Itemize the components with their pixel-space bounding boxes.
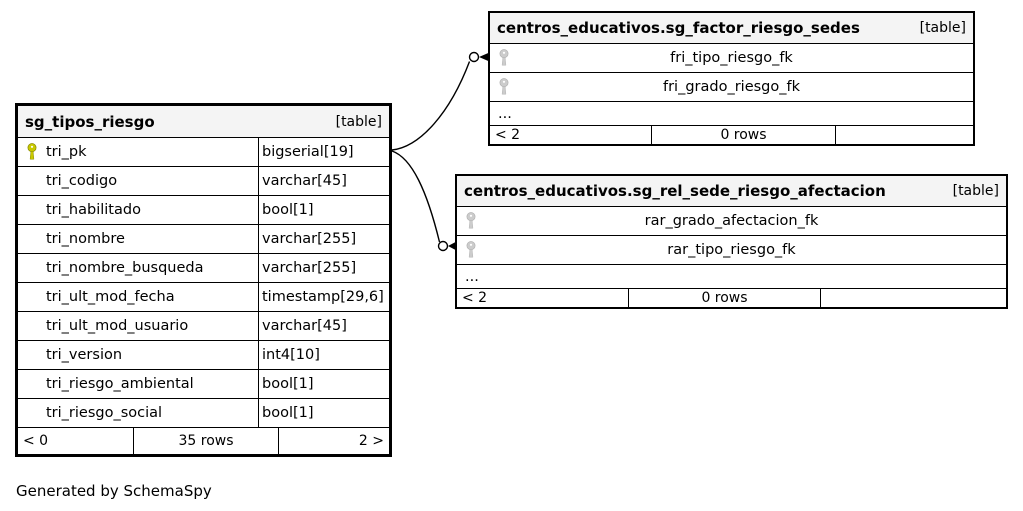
table-row: fri_grado_riesgo_fk xyxy=(490,73,973,102)
pager-prev: < 2 xyxy=(462,290,488,306)
table-header[interactable]: centros_educativos.sg_rel_sede_riesgo_af… xyxy=(457,176,1006,207)
key-icon-spacer xyxy=(26,288,40,306)
pager-next: 2 > xyxy=(278,428,389,454)
column-name: fri_tipo_riesgo_fk xyxy=(670,50,793,66)
table-row: fri_tipo_riesgo_fk xyxy=(490,44,973,73)
table-row: tri_pk bigserial[19] xyxy=(18,138,389,167)
table-row: tri_ult_mod_usuario varchar[45] xyxy=(18,312,389,341)
table-row: tri_habilitado bool[1] xyxy=(18,196,389,225)
table-row: tri_riesgo_social bool[1] xyxy=(18,399,389,428)
table-name[interactable]: centros_educativos.sg_factor_riesgo_sede… xyxy=(497,19,860,37)
table-row: rar_tipo_riesgo_fk xyxy=(457,236,1006,265)
table-row: tri_riesgo_ambiental bool[1] xyxy=(18,370,389,399)
column-name: rar_tipo_riesgo_fk xyxy=(667,242,796,258)
column-type: bigserial[19] xyxy=(262,144,354,160)
fk-edge-rel-sede-riesgo-afectacion xyxy=(391,150,457,252)
table-row: tri_codigo varchar[45] xyxy=(18,167,389,196)
table-row: tri_nombre varchar[255] xyxy=(18,225,389,254)
table-name[interactable]: centros_educativos.sg_rel_sede_riesgo_af… xyxy=(464,182,886,200)
table-node-sg-tipos-riesgo[interactable]: sg_tipos_riesgo [table] tri_pk bigserial… xyxy=(15,103,392,457)
key-icon-spacer xyxy=(26,230,40,248)
table-header[interactable]: sg_tipos_riesgo [table] xyxy=(18,106,389,138)
key-icon-spacer xyxy=(26,317,40,335)
foreign-key-icon xyxy=(498,49,512,67)
column-type: varchar[45] xyxy=(262,173,347,189)
foreign-key-icon xyxy=(498,78,512,96)
table-row: tri_ult_mod_fecha timestamp[29,6] xyxy=(18,283,389,312)
table-footer: < 0 35 rows 2 > xyxy=(18,428,389,454)
key-icon-spacer xyxy=(26,346,40,364)
fk-edge-factor-riesgo-sedes xyxy=(391,51,490,151)
table-name[interactable]: sg_tipos_riesgo xyxy=(25,112,155,131)
key-icon-spacer xyxy=(26,404,40,422)
table-type-tag: [table] xyxy=(335,113,382,130)
pager-next xyxy=(820,289,1006,307)
column-name: tri_pk xyxy=(46,144,87,160)
foreign-key-icon xyxy=(465,241,479,259)
pager-prev: < 2 xyxy=(495,127,521,143)
primary-key-icon xyxy=(26,143,40,161)
column-type: int4[10] xyxy=(262,347,320,363)
column-name: tri_riesgo_social xyxy=(46,405,163,421)
table-type-tag: [table] xyxy=(919,20,966,36)
column-name: tri_codigo xyxy=(46,173,118,189)
key-icon-spacer xyxy=(26,201,40,219)
row-count: 35 rows xyxy=(133,428,278,454)
column-name: tri_nombre_busqueda xyxy=(46,260,204,276)
row-count: 0 rows xyxy=(628,289,820,307)
cardinality-circle xyxy=(437,240,449,252)
key-icon-spacer xyxy=(26,375,40,393)
column-type: varchar[255] xyxy=(262,231,357,247)
table-footer: < 2 0 rows xyxy=(490,126,973,144)
table-node-sg-rel-sede-riesgo-afectacion[interactable]: centros_educativos.sg_rel_sede_riesgo_af… xyxy=(455,174,1008,309)
column-type: timestamp[29,6] xyxy=(262,289,384,305)
hidden-columns-ellipsis: ... xyxy=(457,265,1006,289)
column-type: varchar[45] xyxy=(262,318,347,334)
column-name: fri_grado_riesgo_fk xyxy=(662,79,800,95)
generated-by-note: Generated by SchemaSpy xyxy=(16,482,212,500)
cardinality-circle xyxy=(468,51,480,63)
column-type: varchar[255] xyxy=(262,260,357,276)
table-node-sg-factor-riesgo-sedes[interactable]: centros_educativos.sg_factor_riesgo_sede… xyxy=(488,11,975,146)
column-type: bool[1] xyxy=(262,405,314,421)
column-name: rar_grado_afectacion_fk xyxy=(644,213,819,229)
column-name: tri_ult_mod_usuario xyxy=(46,318,189,334)
table-row: tri_nombre_busqueda varchar[255] xyxy=(18,254,389,283)
column-type: bool[1] xyxy=(262,202,314,218)
column-type: bool[1] xyxy=(262,376,314,392)
row-count: 0 rows xyxy=(651,126,835,144)
column-name: tri_nombre xyxy=(46,231,125,247)
table-row: rar_grado_afectacion_fk xyxy=(457,207,1006,236)
table-header[interactable]: centros_educativos.sg_factor_riesgo_sede… xyxy=(490,13,973,44)
table-row: tri_version int4[10] xyxy=(18,341,389,370)
column-name: tri_habilitado xyxy=(46,202,141,218)
pager-next xyxy=(835,126,973,144)
column-name: tri_version xyxy=(46,347,123,363)
column-name: tri_ult_mod_fecha xyxy=(46,289,175,305)
table-type-tag: [table] xyxy=(952,183,999,199)
key-icon-spacer xyxy=(26,259,40,277)
hidden-columns-ellipsis: ... xyxy=(490,102,973,126)
column-name: tri_riesgo_ambiental xyxy=(46,376,194,392)
key-icon-spacer xyxy=(26,172,40,190)
foreign-key-icon xyxy=(465,212,479,230)
pager-prev: < 0 xyxy=(23,433,49,449)
table-footer: < 2 0 rows xyxy=(457,289,1006,307)
